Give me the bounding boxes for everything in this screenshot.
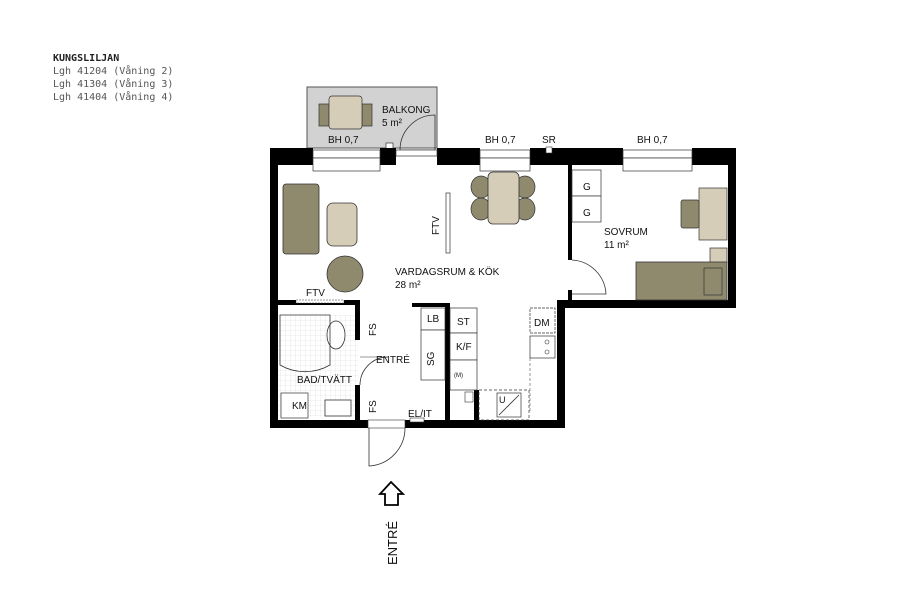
desk <box>698 187 728 241</box>
unit-line: Lgh 41404 (Våning 4) <box>53 92 174 103</box>
room-name-hall: ENTRÉ <box>376 353 410 366</box>
living-furniture <box>282 183 451 304</box>
entrance-arrow-icon <box>377 480 406 506</box>
dining-set <box>470 171 536 225</box>
elit-panel <box>409 417 425 423</box>
window-label: BH 0,7 <box>485 135 516 146</box>
wardrobe-label: G <box>583 182 591 193</box>
sofa <box>282 183 320 255</box>
sr-marker <box>545 146 553 154</box>
stove <box>529 335 556 359</box>
elit-label: EL/IT <box>408 409 432 420</box>
lb-label: LB <box>427 314 440 325</box>
wardrobe <box>571 195 602 223</box>
unit-line: Lgh 41304 (Våning 3) <box>53 79 174 90</box>
room-name-bedroom: SOVRUM <box>604 227 648 238</box>
wardrobe <box>571 169 602 197</box>
room-area-bedroom: 11 m² <box>604 240 629 251</box>
fridge-freezer <box>449 332 478 361</box>
window-label: BH 0,7 <box>328 135 359 146</box>
walls <box>270 148 736 428</box>
bathroom-fixtures <box>279 314 389 419</box>
shower <box>279 314 331 373</box>
entrance-label: ENTRÉ <box>385 521 400 565</box>
sg-label: SG <box>426 351 437 366</box>
u-label: U <box>499 395 506 405</box>
washing-machine <box>280 392 309 419</box>
ftv-label: FTV <box>306 288 325 299</box>
room-name-bathroom: BAD/TVÄTT <box>297 374 352 386</box>
st-cabinet <box>449 307 478 334</box>
armchair <box>326 255 364 293</box>
balcony-door-swing <box>399 114 436 151</box>
sr-label: SR <box>542 135 556 146</box>
room-name-living: VARDAGSRUM & KÖK <box>395 266 500 278</box>
bedroom-furniture <box>571 169 728 301</box>
dining-table <box>487 171 520 225</box>
desk-chair <box>680 199 700 229</box>
project-header: KUNGSLILJAN Lgh 41204 (Våning 2) Lgh 413… <box>53 52 173 104</box>
bathroom-door-swing <box>359 356 389 386</box>
fs-label: FS <box>368 323 379 336</box>
coffee-table <box>326 202 358 247</box>
balcony-table <box>328 95 363 130</box>
sg-cabinet <box>420 329 446 381</box>
fs-label: FS <box>368 400 379 413</box>
unit-line: Lgh 41204 (Våning 2) <box>53 66 174 77</box>
project-title: KUNGSLILJAN <box>53 53 120 64</box>
toilet <box>326 320 346 350</box>
bedroom-door-swing <box>571 259 607 295</box>
st-label: ST <box>457 317 470 328</box>
balcony <box>306 86 438 151</box>
room-area-balcony: 5 m² <box>382 118 403 129</box>
entrance-door[interactable] <box>367 419 406 467</box>
wardrobe-label: G <box>583 208 591 219</box>
mw-label: (M) <box>454 373 463 379</box>
kf-label: K/F <box>456 342 472 353</box>
balcony-chair <box>361 103 373 127</box>
room-name-balcony: BALKONG <box>382 105 431 116</box>
kitchen-fixtures <box>409 307 556 423</box>
sink <box>324 399 352 417</box>
window-label: BH 0,7 <box>637 135 668 146</box>
windows <box>312 146 693 172</box>
ftv-label: FTV <box>431 216 442 235</box>
dm-label: DM <box>534 318 550 329</box>
room-area-living: 28 m² <box>395 280 421 291</box>
km-label: KM <box>292 401 307 412</box>
tv-unit <box>445 192 451 254</box>
labels: BALKONG 5 m² BH 0,7 BH 0,7 SR BH 0,7 FTV… <box>292 105 668 565</box>
dishwasher <box>529 307 556 334</box>
balcony-chair <box>318 103 330 127</box>
